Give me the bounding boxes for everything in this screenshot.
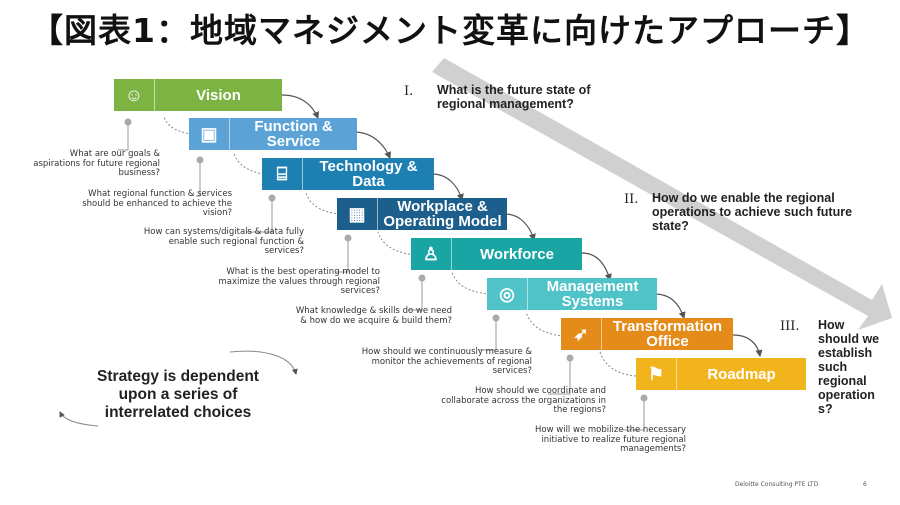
step-connectors-forward xyxy=(281,94,763,358)
step-vision: ☺ Vision xyxy=(114,79,282,111)
people-icon: ♙ xyxy=(411,238,452,270)
big-diagonal-arrow xyxy=(432,58,892,330)
strategy-statement: Strategy is dependent upon a series of i… xyxy=(97,368,259,421)
step-label: Vision xyxy=(196,86,241,104)
phase-3-text: How should we establish such regional op… xyxy=(818,318,880,416)
step-transformation-office: ➶ Transformation Office xyxy=(561,318,733,350)
footer-company: Deloitte Consulting PTE LTD xyxy=(735,481,819,488)
question-management-systems: How should we continuously measure & mon… xyxy=(361,347,532,376)
briefcase-icon: ▣ xyxy=(189,118,230,150)
question-vision: What are our goals & aspirations for fut… xyxy=(33,149,160,178)
question-technology-data: How can systems/digitals & data fully en… xyxy=(143,227,304,256)
building-icon: ▦ xyxy=(337,198,378,230)
step-label: Workplace & Operating Model xyxy=(383,198,502,230)
callout-dots xyxy=(124,118,648,402)
question-roadmap: How will we mobilize the necessary initi… xyxy=(535,425,686,454)
step-workforce: ♙ Workforce xyxy=(411,238,582,270)
step-label: Function & Service xyxy=(254,118,333,150)
phase-1-numeral: I. xyxy=(404,84,414,99)
step-workplace-operating-model: ▦ Workplace & Operating Model xyxy=(337,198,507,230)
step-label: Transformation Office xyxy=(612,318,723,350)
step-label: Workforce xyxy=(480,245,554,263)
callout-lines xyxy=(118,120,645,431)
question-transformation-office: How should we coordinate and collaborate… xyxy=(441,386,606,415)
curve-arrow-bottom xyxy=(59,411,99,427)
page-title: 【図表1：地域マネジメント変革に向けたアプローチ】 xyxy=(30,11,870,50)
step-label: Technology & Data xyxy=(319,158,418,190)
rocket-icon: ➶ xyxy=(561,318,602,350)
map-icon: ⚑ xyxy=(636,358,677,390)
question-workforce: What knowledge & skills do we need & how… xyxy=(295,306,452,326)
step-function-service: ▣ Function & Service xyxy=(189,118,357,150)
step-management-systems: ◎ Management Systems xyxy=(487,278,657,310)
step-label: Management Systems xyxy=(546,278,639,310)
phase-2-numeral: II. xyxy=(624,192,639,207)
step-roadmap: ⚑ Roadmap xyxy=(636,358,806,390)
curve-arrow-top xyxy=(229,350,298,375)
step-technology-data: ⌸ Technology & Data xyxy=(262,158,434,190)
phase-1-text: What is the future state of regional man… xyxy=(437,83,591,111)
question-function-service: What regional function & services should… xyxy=(82,189,232,218)
compass-icon: ◎ xyxy=(487,278,528,310)
footer-page-number: 6 xyxy=(863,481,867,488)
phase-2-text: How do we enable the regional operations… xyxy=(652,191,853,233)
monitor-icon: ⌸ xyxy=(262,158,303,190)
phase-3-numeral: III. xyxy=(780,319,800,334)
head-icon: ☺ xyxy=(114,79,155,111)
question-workplace: What is the best operating model to maxi… xyxy=(218,267,380,296)
step-label: Roadmap xyxy=(707,365,776,383)
